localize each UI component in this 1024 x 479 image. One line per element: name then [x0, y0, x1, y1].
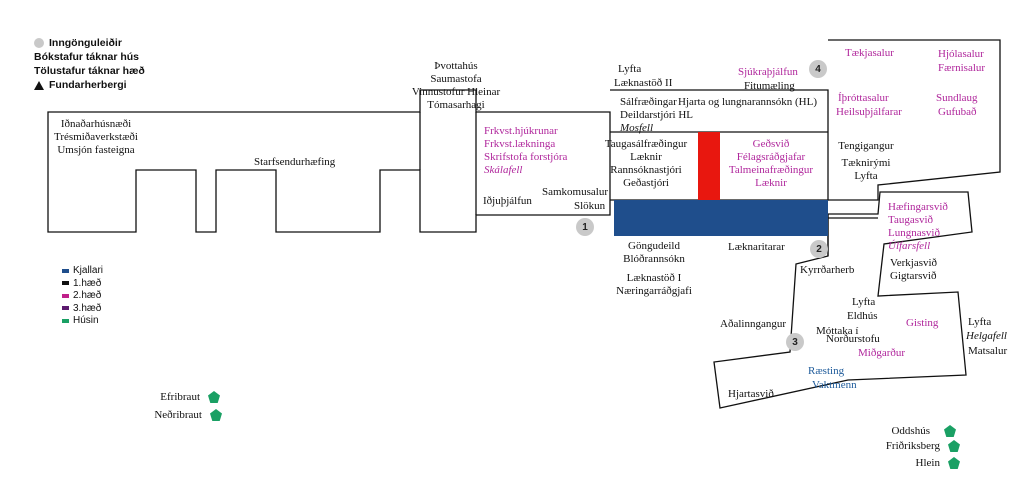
key-entrance: Inngönguleiðir [34, 37, 122, 49]
house-nedribraut-marker[interactable] [210, 409, 222, 421]
key-number: Tölustafur táknar hæð [34, 65, 145, 77]
west-top-labels: Þvottahús Saumastofa Vinnustofur Hleinar… [411, 60, 501, 111]
sjukrathjalfun-label: Sjúkraþjálfun [738, 66, 798, 78]
east-wing-outline [828, 39, 1001, 201]
west-wing-outline [47, 89, 611, 233]
house-oddshus-label: Oddshús [891, 425, 930, 437]
south-wing-outline [713, 191, 973, 409]
ithrottasalur-label: Íþróttasalur [838, 92, 889, 104]
gedsvid-labels: Geðsvið Félagsráðgjafar Talmeinafræðingu… [728, 138, 814, 189]
legend-swatch [62, 318, 69, 323]
legend-label: 1.hæð [73, 277, 102, 289]
basement-corridor [614, 200, 828, 236]
house-oddshus-marker[interactable] [944, 425, 956, 437]
mottaka-label: Móttaka í [816, 325, 859, 337]
gisting-label: Gisting [906, 317, 939, 329]
legend-label: 3.hæð [73, 302, 102, 314]
legend-label: Húsin [73, 315, 99, 326]
entrance-4-badge[interactable]: 4 [809, 60, 827, 78]
center-below-labels: Göngudeild Blóðrannsókn Læknastöð I Næri… [616, 240, 692, 297]
house-hlein-label: Hlein [915, 457, 940, 469]
lyfta-label: Lyfta [618, 63, 642, 75]
eldhus-label: Eldhús [847, 310, 878, 322]
legend-label: Kjallari [73, 265, 104, 276]
legend-swatch [62, 293, 69, 298]
samkomusalur-label: Samkomusalur [542, 186, 608, 198]
center-top-left-labels: Sálfræðingar Deildarstjóri HL Mosfell [620, 96, 694, 134]
gufubad-label: Gufubað [938, 106, 977, 118]
west-admin-labels: Frkvst.hjúkrunar Frkvst.lækninga Skrifst… [484, 125, 568, 176]
house-efribraut-marker[interactable] [208, 391, 220, 403]
key-meeting: Fundarherbergi [34, 79, 127, 91]
south-lyfta-label: Lyfta [852, 296, 876, 308]
south-pink-labels: Hæfingarsvið Taugasvið Lungnasvið Úlfars… [888, 201, 948, 252]
legend-swatch [62, 281, 69, 285]
midgardur-label: Miðgarður [858, 347, 906, 359]
hjarta-label: Hjarta og lungnarannsókn (HL) [678, 96, 817, 108]
west-left-labels: Iðnaðarhúsnæði Trésmiðaverkstæði Umsjón … [54, 118, 138, 156]
helgafell-label: Helgafell [966, 330, 1007, 342]
slokun-label: Slökun [574, 200, 606, 212]
legend-swatch [62, 306, 69, 310]
floor-legend-item: Kjallari [62, 265, 103, 276]
raesting-label: Ræsting [808, 365, 845, 377]
triangle-icon [34, 80, 44, 90]
floor-legend-item: 2.hæð [62, 290, 101, 301]
house-fridriksberg-marker[interactable] [948, 440, 960, 452]
floor-legend-item: Húsin [62, 315, 99, 326]
entrance-2-badge[interactable]: 2 [810, 240, 828, 258]
house-fridriksberg-label: Friðriksberg [885, 440, 940, 452]
hjartasvid-label: Hjartasvið [728, 388, 774, 400]
key-letter: Bókstafur táknar hús [34, 51, 140, 63]
floor-legend-item: 3.hæð [62, 303, 101, 314]
kyrrdarherb-label: Kyrrðarherb [800, 264, 855, 276]
faernisalur-label: Færnisalur [938, 62, 986, 74]
far-lyfta-label: Lyfta [968, 316, 992, 328]
entrance-1-badge[interactable]: 1 [576, 218, 594, 236]
sundlaug-label: Sundlaug [936, 92, 978, 104]
south-black-labels: Verkjasvið Gigtarsvið [890, 257, 938, 282]
taekjasalur-label: Tækjasalur [845, 47, 894, 59]
adalinngangur-label: Aðalinngangur [720, 318, 786, 330]
matsalur-label: Matsalur [968, 345, 1008, 357]
heilsuthjalfarar-label: Heilsuþjálfarar [836, 106, 902, 118]
fitumaeling-label: Fitumæling [744, 80, 795, 92]
starfsendurhaefing-label: Starfsendurhæfing [254, 156, 336, 168]
key-meeting-label: Fundarherbergi [49, 79, 127, 91]
floor-legend-item: 1.hæð [62, 278, 101, 289]
laeknaritarar-label: Læknaritarar [728, 241, 785, 253]
idjuthjalfun-label: Iðjuþjálfun [483, 195, 532, 207]
center-left-labels: Taugasálfræðingur Læknir Rannsóknastjóri… [604, 138, 688, 189]
house-nedribraut-label: Neðribraut [154, 409, 202, 421]
nordurstofu-label: Norðurstofu [826, 333, 880, 345]
vaktmenn-label: Vaktmenn [812, 379, 857, 391]
house-efribraut-label: Efribraut [160, 391, 200, 403]
laeknastod-ii-label: Læknastöð II [614, 77, 673, 89]
legend-swatch [62, 268, 69, 273]
east-lines-labels: Tengigangur Tæknirými Lyfta [838, 140, 894, 182]
house-hlein-marker[interactable] [948, 457, 960, 469]
legend-label: 2.hæð [73, 290, 102, 301]
entrance-icon [34, 38, 44, 48]
hjolasalur-label: Hjólasalur [938, 48, 984, 60]
key-entrance-label: Inngönguleiðir [49, 37, 122, 49]
red-block [698, 132, 720, 200]
entrance-3-badge[interactable]: 3 [786, 333, 804, 351]
